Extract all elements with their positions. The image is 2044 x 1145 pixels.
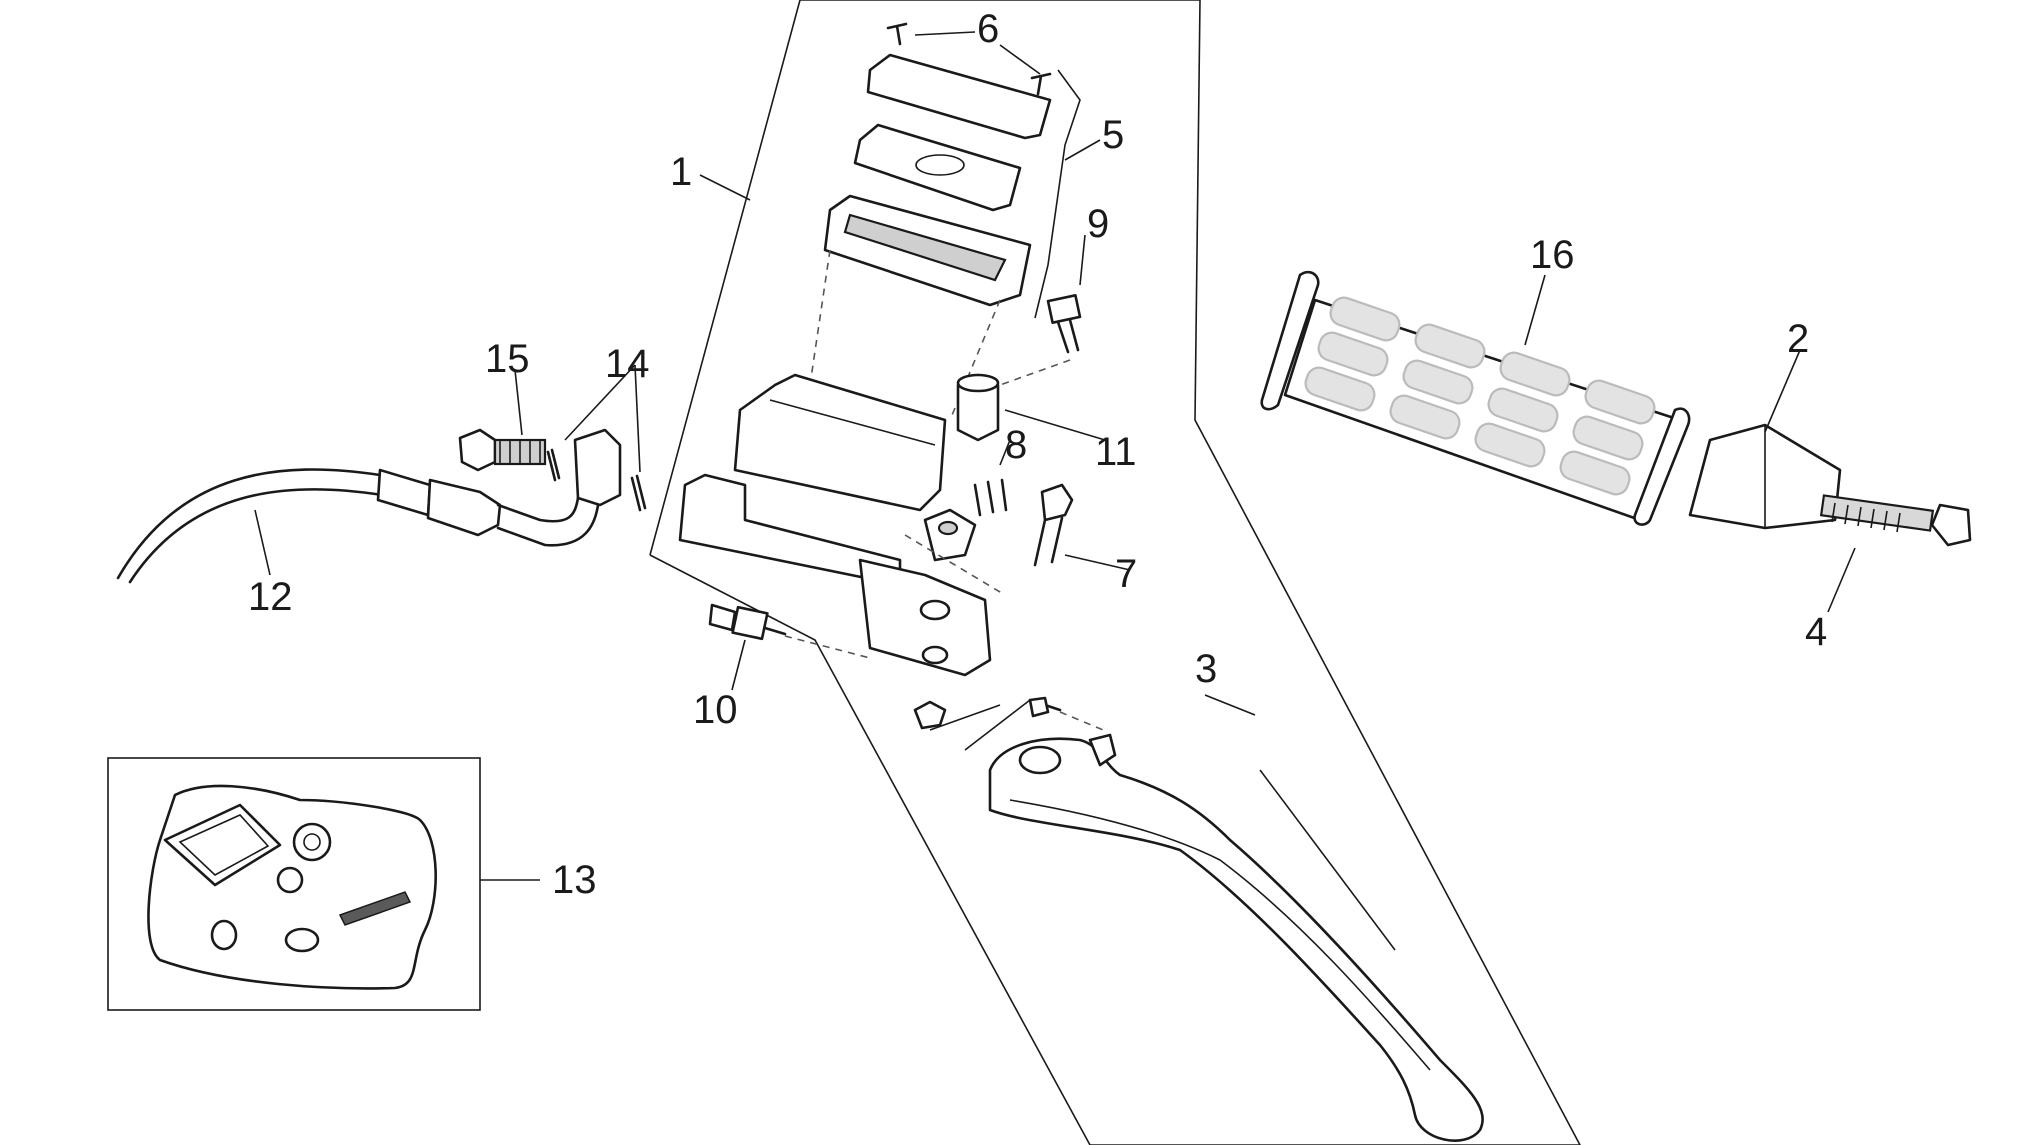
label-2: 2 <box>1787 317 1809 361</box>
part-13-inset-kit <box>107 757 540 1011</box>
part-2-bar-end <box>1688 349 1842 530</box>
label-5: 5 <box>1102 113 1124 157</box>
grip-pattern <box>1304 296 1656 496</box>
part-16-grip <box>1260 270 1691 526</box>
label-14: 14 <box>605 342 650 386</box>
part-7-bolt <box>1033 483 1131 571</box>
part-8-pins <box>973 439 1011 517</box>
label-16: 16 <box>1530 233 1575 277</box>
part-3-lever <box>964 694 1484 1142</box>
label-3: 3 <box>1195 647 1217 691</box>
part-15-banjo-bolt <box>458 369 547 472</box>
label-15: 15 <box>485 337 530 381</box>
label-1: 1 <box>670 150 692 194</box>
part-6-screws <box>886 22 1052 96</box>
master-cylinder-body <box>678 373 1006 731</box>
part-11-bushing <box>956 373 1106 442</box>
label-8: 8 <box>1005 423 1027 467</box>
label-10: 10 <box>693 688 738 732</box>
label-7: 7 <box>1115 552 1137 596</box>
label-13: 13 <box>552 858 597 902</box>
part-4-screw <box>1819 494 1972 613</box>
assembly-outline <box>649 0 1581 1145</box>
part-12-brake-hose <box>116 468 600 584</box>
label-12: 12 <box>248 575 293 619</box>
label-6: 6 <box>977 7 999 51</box>
part-5-reservoir-cap <box>809 53 1081 421</box>
label-11: 11 <box>1095 430 1137 474</box>
part-9-bolt <box>999 234 1086 386</box>
label-9: 9 <box>1087 202 1109 246</box>
label-4: 4 <box>1805 610 1827 654</box>
part-14-washers <box>546 364 647 512</box>
part-10-switch <box>708 603 871 691</box>
part-labels: 1 2 3 4 5 6 7 8 9 10 11 12 13 14 15 16 <box>248 7 1827 902</box>
